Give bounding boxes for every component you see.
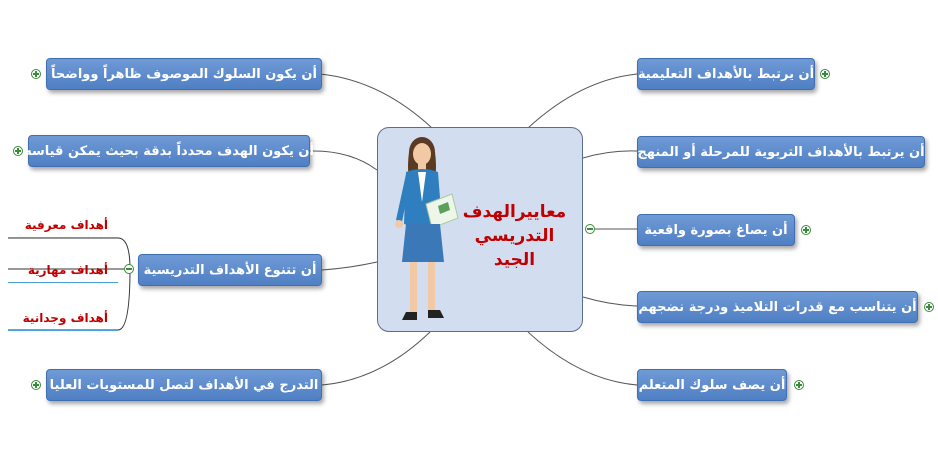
expand-plus-icon[interactable] — [924, 302, 934, 312]
bracket — [8, 237, 131, 331]
expand-plus-icon[interactable] — [13, 146, 23, 156]
connector-right-5 — [527, 331, 638, 386]
expand-plus-icon[interactable] — [31, 380, 41, 390]
sub-item-cognitive[interactable]: أهداف معرفية — [24, 218, 108, 232]
collapse-minus-icon[interactable] — [585, 224, 595, 234]
expand-plus-icon[interactable] — [31, 69, 41, 79]
central-title-line2: التدريسي الجيد — [474, 226, 555, 270]
right-node-4[interactable]: أن يتناسب مع قدرات التلاميذ ودرجة نضجهم — [637, 291, 918, 323]
right-node-1[interactable]: أن يرتبط بالأهداف التعليمية — [637, 58, 815, 90]
left-node-3[interactable]: أن تتنوع الأهداف التدريسية — [138, 254, 322, 286]
connector-left-4 — [321, 331, 431, 386]
left-node-1[interactable]: أن يكون السلوك الموصوف ظاهراً وواضحاً — [46, 58, 322, 90]
sub-underline — [8, 282, 118, 283]
woman-figure-icon — [395, 137, 459, 320]
central-topic[interactable] — [377, 127, 583, 332]
sub-item-skill[interactable]: أهداف مهارية — [27, 263, 108, 277]
right-node-5[interactable]: أن يصف سلوك المتعلم — [637, 369, 787, 401]
left-node-2[interactable]: أن يكون الهدف محدداً بدقة بحيث يمكن قياس… — [24, 135, 314, 167]
sub-underline — [8, 237, 118, 238]
expand-plus-icon[interactable] — [801, 225, 811, 235]
left-node-4[interactable]: التدرج في الأهداف لتصل للمستويات العليا — [46, 369, 322, 401]
right-node-3[interactable]: أن يصاغ بصورة واقعية — [637, 214, 795, 246]
connector-right-2 — [582, 150, 638, 159]
connector-left-3 — [321, 261, 378, 271]
connector-left-2 — [309, 150, 378, 171]
expand-plus-icon[interactable] — [820, 69, 830, 79]
right-node-2[interactable]: أن يرتبط بالأهداف التربوية للمرحلة أو ال… — [637, 136, 925, 168]
sub-item-affective[interactable]: أهداف وجدانية — [22, 311, 108, 325]
sub-underline — [8, 330, 118, 331]
connector-left-1 — [319, 73, 433, 129]
central-title-line1: معاييرالهدف — [462, 202, 567, 222]
connector-right-4 — [582, 296, 638, 307]
connector-right-1 — [527, 73, 638, 129]
central-topic-title: معاييرالهدف التدريسي الجيد — [452, 200, 577, 272]
collapse-minus-icon[interactable] — [124, 264, 134, 274]
expand-plus-icon[interactable] — [794, 380, 804, 390]
